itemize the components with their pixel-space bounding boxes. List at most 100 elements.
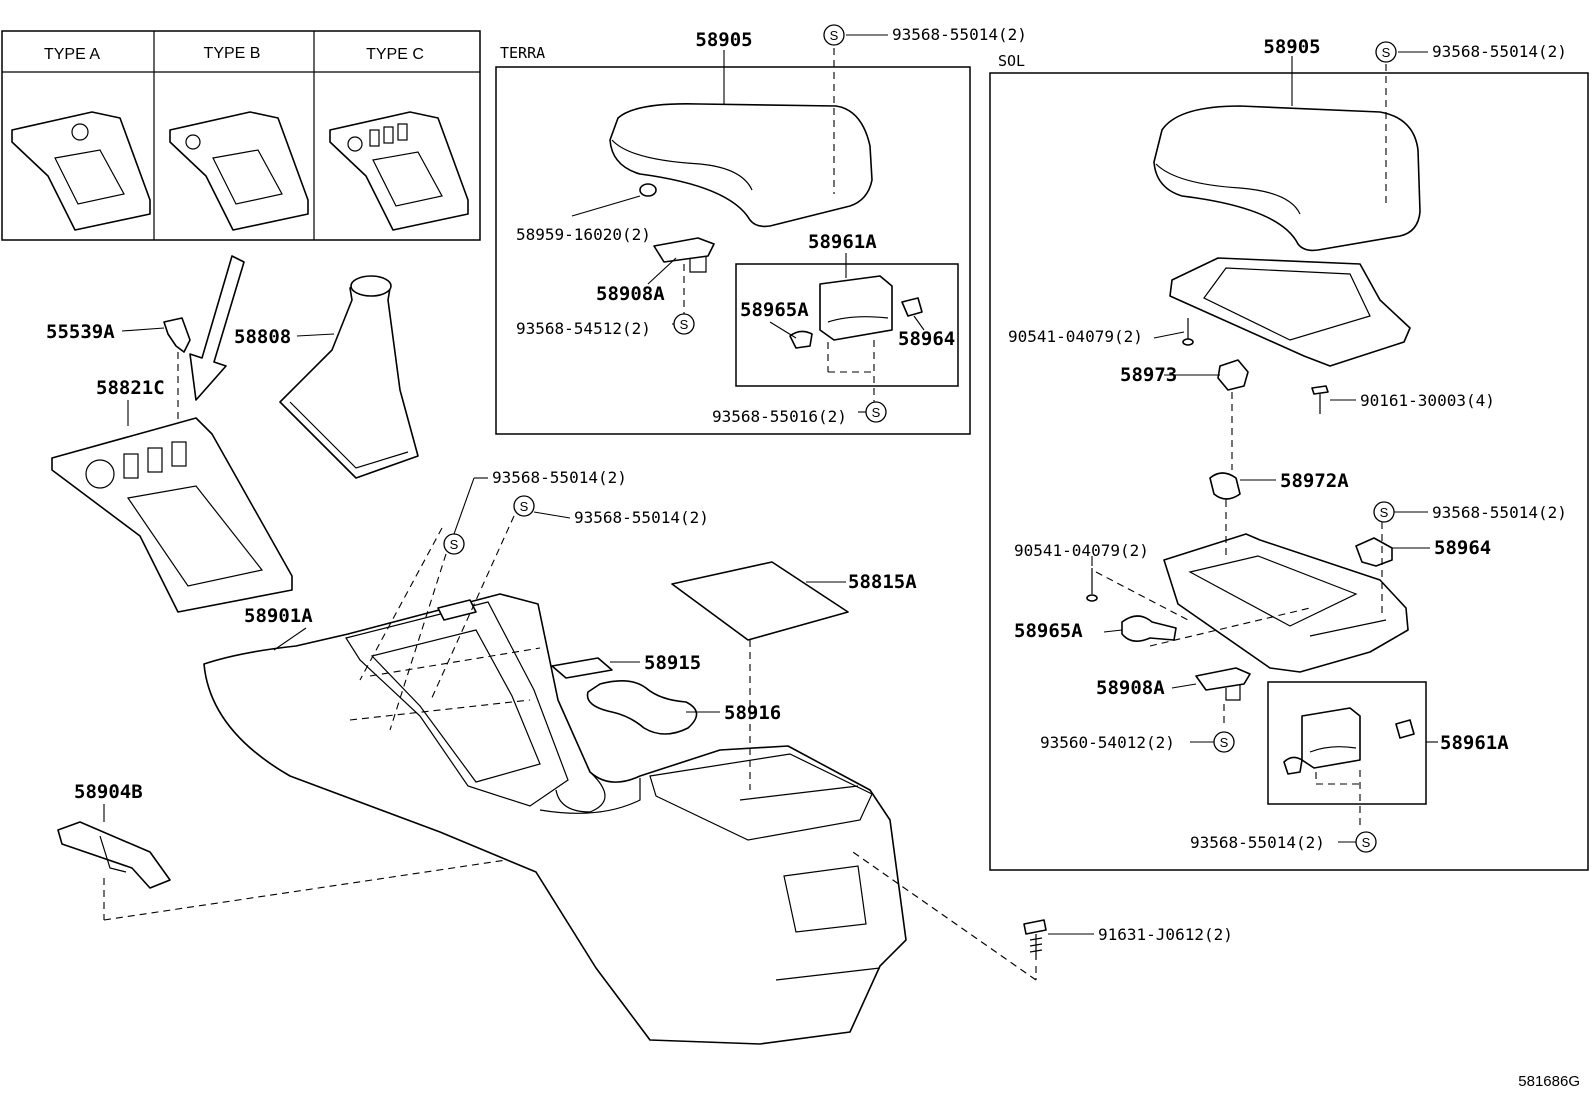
svg-text:S: S xyxy=(872,405,881,420)
sol-stopper-58973 xyxy=(1217,359,1249,391)
mat-58815a xyxy=(671,561,849,641)
sol-screw-90541-1 xyxy=(1182,318,1194,346)
shift-boot-58808 xyxy=(279,275,419,479)
svg-text:S: S xyxy=(520,499,529,514)
label-58916: 58916 xyxy=(724,702,781,724)
label-90541-04079-2: 90541-04079(2) xyxy=(1014,541,1149,560)
label-58808: 58808 xyxy=(234,326,291,348)
svg-text:S: S xyxy=(1382,45,1391,60)
cupholder-mat-58916 xyxy=(586,680,698,735)
terra-cushion-bumper xyxy=(639,183,657,197)
label-58905-sol: 58905 xyxy=(1263,36,1320,58)
terra-latch-58908a xyxy=(653,237,715,273)
sol-screw-symbol-3: S xyxy=(1213,731,1235,753)
bolt-91631 xyxy=(1023,919,1047,960)
terra-armrest-lid xyxy=(609,102,873,228)
console-screw-symbol-b: S xyxy=(513,495,535,517)
terra-section-label: TERRA xyxy=(500,44,545,62)
label-58964-terra: 58964 xyxy=(898,328,955,350)
terra-section: TERRA xyxy=(495,24,1027,435)
label-58908a-sol: 58908A xyxy=(1096,677,1165,699)
label-58915: 58915 xyxy=(644,652,701,674)
shift-bezel-58821c xyxy=(51,417,293,613)
label-93568-55014-a: 93568-55014(2) xyxy=(492,468,627,487)
terra-clip-58965a xyxy=(789,330,813,349)
svg-text:S: S xyxy=(1220,735,1229,750)
sol-screw-90161 xyxy=(1311,385,1329,414)
label-93568-55014-terra: 93568-55014(2) xyxy=(892,25,1027,44)
label-58961a-sol: 58961A xyxy=(1440,732,1509,754)
label-58901a: 58901A xyxy=(244,605,313,627)
label-90541-04079-1: 90541-04079(2) xyxy=(1008,327,1143,346)
sol-clip-58965a xyxy=(1121,615,1177,642)
terra-frame xyxy=(495,66,971,435)
sol-latch-58908a xyxy=(1195,667,1251,701)
type-table: TYPE A TYPE B TYPE C xyxy=(1,30,481,241)
label-58908a-terra: 58908A xyxy=(596,283,665,305)
terra-spring-58964 xyxy=(901,297,923,317)
label-93568-55014-b: 93568-55014(2) xyxy=(574,508,709,527)
sol-section-label: SOL xyxy=(998,52,1025,70)
label-93568-55014-sol-3: 93568-55014(2) xyxy=(1190,833,1325,852)
console-screw-symbol-a: S xyxy=(443,533,465,555)
label-58964-sol: 58964 xyxy=(1434,537,1491,559)
side-panel-58904b xyxy=(57,821,171,889)
label-90161-30003: 90161-30003(4) xyxy=(1360,391,1495,410)
label-93568-55014-sol-2: 93568-55014(2) xyxy=(1432,503,1567,522)
terra-screw-symbol-1: S xyxy=(823,24,845,46)
label-58905-terra: 58905 xyxy=(695,29,752,51)
type-a-shift-bezel xyxy=(11,111,151,231)
cap-55539a xyxy=(163,317,191,353)
sol-screw-symbol-2: S xyxy=(1373,501,1395,523)
type-b-header: TYPE B xyxy=(204,45,261,62)
sol-armrest-lid xyxy=(1153,105,1421,252)
svg-text:S: S xyxy=(1362,835,1371,850)
type-c-header: TYPE C xyxy=(366,46,424,63)
sol-spring-58964 xyxy=(1355,537,1393,567)
sol-screw-symbol-4: S xyxy=(1355,831,1377,853)
label-91631-j0612: 91631-J0612(2) xyxy=(1098,925,1233,944)
type-table-frame xyxy=(1,30,481,241)
label-58965a-terra: 58965A xyxy=(740,299,809,321)
sol-small-clip-1 xyxy=(1283,756,1303,775)
label-93560-54012: 93560-54012(2) xyxy=(1040,733,1175,752)
sol-clip-58972a xyxy=(1209,472,1241,500)
sol-section: SOL xyxy=(989,36,1589,871)
terra-screw-symbol-3: S xyxy=(865,401,887,423)
label-58959-16020: 58959-16020(2) xyxy=(516,225,651,244)
label-58961a-terra: 58961A xyxy=(808,231,877,253)
pad-58915 xyxy=(551,657,613,679)
label-93568-55016: 93568-55016(2) xyxy=(712,407,847,426)
type-c-shift-bezel xyxy=(329,111,469,231)
label-58965a-sol: 58965A xyxy=(1014,620,1083,642)
label-93568-55014-sol-1: 93568-55014(2) xyxy=(1432,42,1567,61)
svg-text:S: S xyxy=(680,317,689,332)
label-58972a: 58972A xyxy=(1280,470,1349,492)
label-58973: 58973 xyxy=(1120,364,1177,386)
label-58821c: 58821C xyxy=(96,377,165,399)
figure-id: 581686G xyxy=(1518,1073,1580,1090)
sol-58961a-box xyxy=(1267,681,1427,805)
pointer-arrow xyxy=(189,255,245,401)
sol-screw-symbol-1: S xyxy=(1375,41,1397,63)
type-a-header: TYPE A xyxy=(44,46,100,63)
center-console-58901a xyxy=(203,593,907,1045)
sol-frame xyxy=(989,72,1589,871)
label-93568-54512: 93568-54512(2) xyxy=(516,319,651,338)
type-b-shift-bezel xyxy=(169,111,309,231)
left-parts: 55539A 58808 58821C 58904B xyxy=(46,275,601,921)
terra-screw-symbol-2: S xyxy=(673,313,695,335)
label-55539a: 55539A xyxy=(46,321,115,343)
sol-small-clip-2 xyxy=(1395,719,1415,739)
sol-console-box xyxy=(1163,533,1409,673)
svg-text:S: S xyxy=(830,28,839,43)
terra-hinge-58961a xyxy=(819,275,893,341)
label-58815a: 58815A xyxy=(848,571,917,593)
sol-hinge-58961a xyxy=(1301,707,1361,769)
terra-58961a-box xyxy=(735,263,959,387)
svg-text:S: S xyxy=(1380,505,1389,520)
label-58904b: 58904B xyxy=(74,781,143,803)
sol-screw-90541-2 xyxy=(1086,568,1098,602)
sol-inner-lid xyxy=(1169,257,1411,367)
